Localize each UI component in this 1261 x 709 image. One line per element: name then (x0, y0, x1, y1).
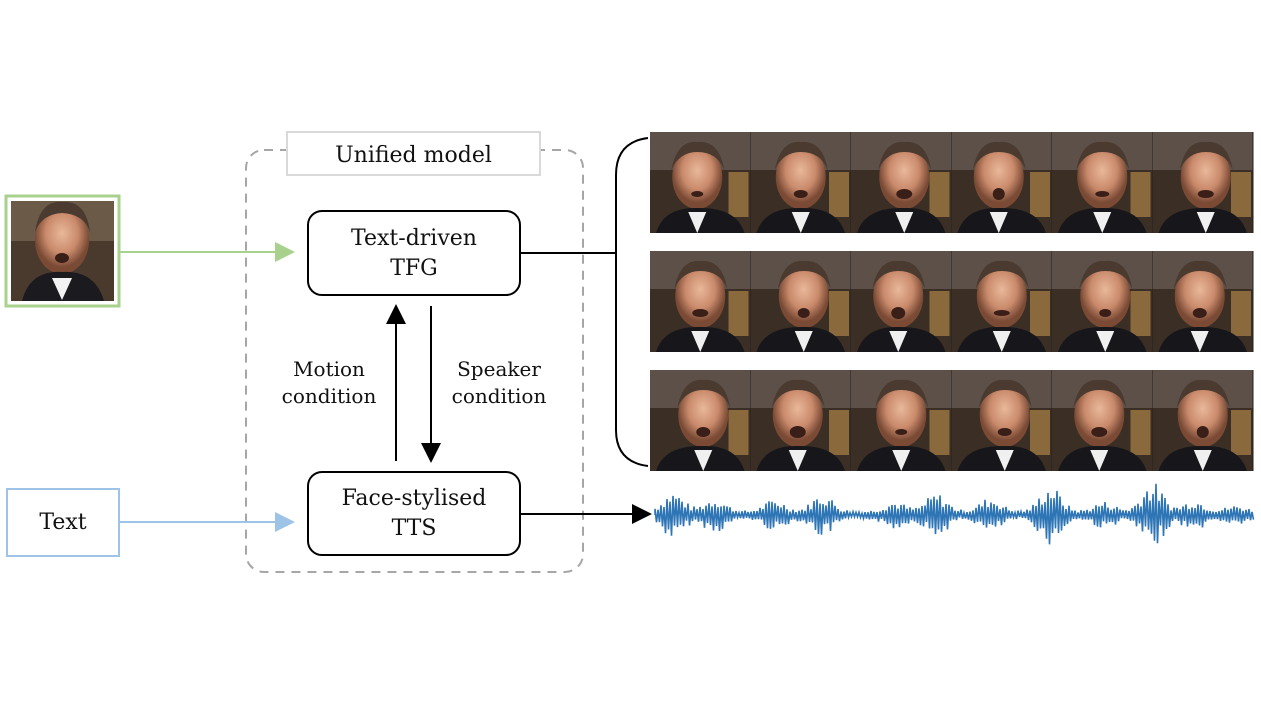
video-output-brace (615, 137, 649, 467)
video-frame (650, 251, 751, 352)
video-frame (650, 370, 751, 471)
unified-model-title: Unified model (335, 143, 492, 168)
video-frame (851, 132, 952, 233)
video-frame (851, 370, 952, 471)
video-frame (1152, 251, 1254, 352)
motion-condition-label: Motion condition (276, 356, 382, 410)
video-frame (1052, 251, 1153, 352)
motion-condition-line2: condition (281, 384, 377, 408)
video-frame (750, 132, 852, 233)
tfg-label: Text-driven TFG (308, 224, 520, 283)
video-frame (1152, 132, 1254, 233)
video-frame (951, 370, 1053, 471)
speaker-condition-line2: condition (451, 384, 547, 408)
speaker-condition-label: Speaker condition (446, 356, 552, 410)
speaker-condition-line1: Speaker (457, 357, 541, 381)
waveform-path (654, 483, 1255, 545)
video-frame (1052, 132, 1153, 233)
tfg-label-line1: Text-driven (351, 226, 477, 251)
tts-label-line1: Face-stylised (341, 486, 487, 511)
motion-condition-line1: Motion (293, 357, 365, 381)
text-input-label: Text (39, 510, 87, 535)
video-frame (650, 132, 751, 233)
tfg-label-line2: TFG (390, 255, 438, 281)
video-frame (951, 251, 1053, 352)
video-frame (750, 370, 852, 471)
input-face-image (4, 194, 121, 308)
video-frame (951, 132, 1053, 233)
tts-label-line2: TTS (391, 515, 437, 541)
output-waveform (654, 483, 1255, 545)
text-input-box (6, 488, 120, 557)
unified-model-label-box: Unified model (286, 131, 541, 176)
tts-label: Face-stylised TTS (308, 484, 520, 543)
video-frame (1152, 370, 1254, 471)
video-frame (750, 251, 852, 352)
video-frame (1052, 370, 1153, 471)
output-video-frames (650, 132, 1254, 471)
video-frame (851, 251, 952, 352)
